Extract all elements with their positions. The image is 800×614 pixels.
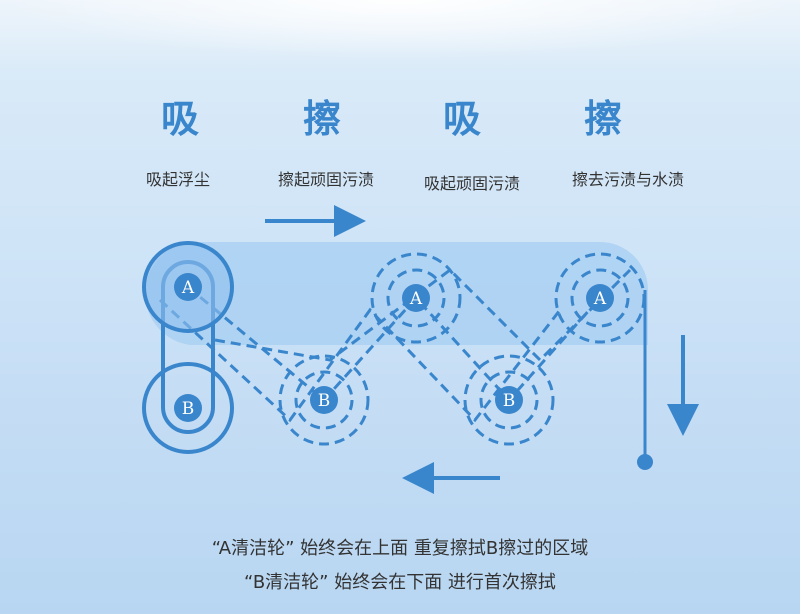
step-title-2: 擦	[302, 97, 341, 141]
dashed-wheels	[278, 252, 646, 446]
cloud-decoration	[0, 0, 800, 60]
caption-b: “B清洁轮” 始终会在下面 进行首次擦拭	[244, 572, 556, 593]
wheel-label-b: B	[503, 391, 516, 411]
band	[145, 242, 648, 345]
caption-a: “A清洁轮” 始终会在上面 重复擦拭B擦过的区域	[211, 538, 589, 559]
wheel-hubs	[310, 284, 614, 414]
wheel-a-start	[142, 241, 234, 333]
step-desc-4: 擦去污渍与水渍	[571, 170, 685, 189]
wheel-b-start	[142, 362, 234, 454]
wheel-label-a: A	[181, 278, 195, 298]
wheel-label-a: A	[409, 289, 423, 309]
wheel-label-a: A	[593, 289, 607, 309]
step-desc-1: 吸起浮尘	[145, 170, 211, 189]
step-title-1: 吸	[160, 97, 199, 141]
step-desc-2: 擦起顽固污渍	[277, 170, 375, 189]
wiper-dot	[637, 454, 653, 470]
step-desc-3: 吸起顽固污渍	[423, 174, 521, 193]
wheel-label-b: B	[318, 391, 331, 411]
step-title-4: 擦	[583, 97, 622, 141]
wheel-label-b: B	[182, 399, 195, 419]
step-title-3: 吸	[442, 97, 481, 141]
